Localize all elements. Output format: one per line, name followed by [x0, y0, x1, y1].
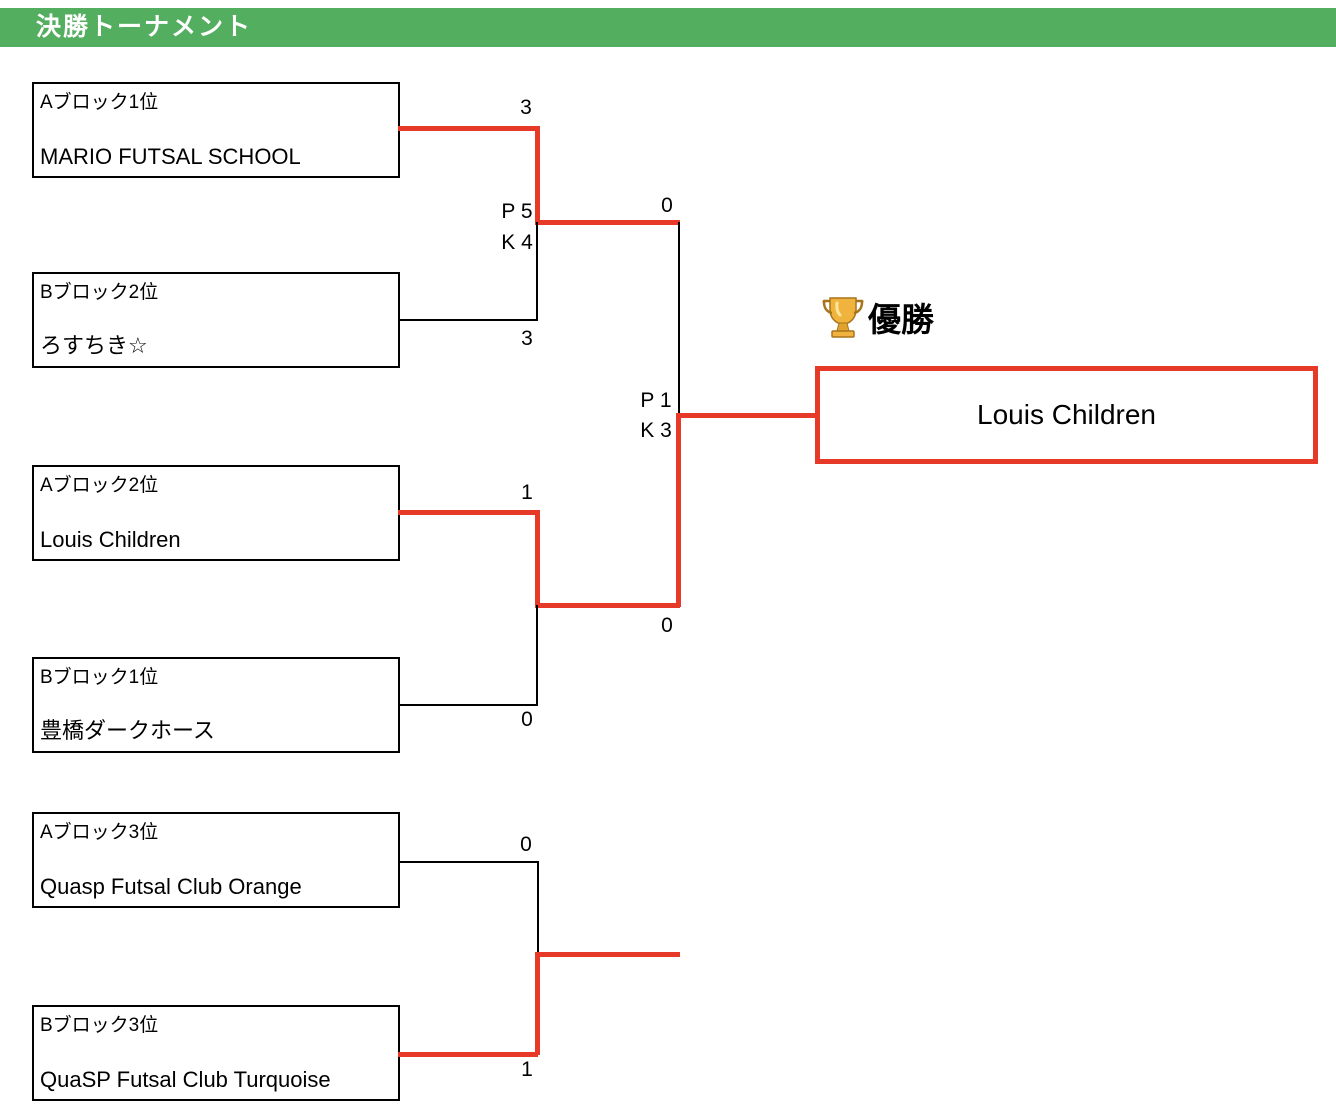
section-title: 決勝トーナメント	[36, 13, 253, 41]
team-seed-label: Aブロック2位	[40, 475, 159, 496]
score-final-pk-p: P 1	[640, 389, 672, 412]
team-name: ろすちき☆	[40, 333, 148, 358]
connector-sf2-vertical-winner	[535, 510, 540, 608]
team-seed-label: Bブロック3位	[40, 1015, 159, 1036]
score-sf1-top: 3	[520, 96, 532, 119]
score-sf2-bottom: 0	[521, 708, 533, 731]
team-seed-label: Bブロック2位	[40, 282, 159, 303]
champion-label: 優勝	[868, 301, 934, 338]
champion-heading: 優勝	[822, 293, 934, 341]
connector-sf2-bottom	[398, 704, 538, 706]
connector-third-vertical	[537, 861, 539, 956]
champion-name: Louis Children	[977, 399, 1156, 430]
team-box: Aブロック3位 Quasp Futsal Club Orange	[32, 812, 400, 908]
team-seed-label: Aブロック3位	[40, 822, 159, 843]
connector-sf1-out-winner	[535, 220, 680, 225]
connector-sf1-bottom	[398, 319, 538, 321]
score-final-pk-k: K 3	[640, 419, 672, 442]
connector-third-bottom-winner	[398, 1052, 538, 1057]
connector-third-out-winner	[535, 952, 680, 957]
team-seed-label: Aブロック1位	[40, 92, 159, 113]
score-final-top: 0	[661, 194, 673, 217]
trophy-icon	[822, 295, 864, 339]
score-sf2-top: 1	[521, 481, 533, 504]
score-third-top: 0	[520, 833, 532, 856]
team-name: QuaSP Futsal Club Turquoise	[40, 1067, 331, 1092]
team-box: Aブロック2位 Louis Children	[32, 465, 400, 561]
connector-third-vertical-winner	[535, 952, 540, 1055]
connector-sf1-vertical	[536, 222, 538, 320]
connector-sf2-out-winner	[535, 603, 680, 608]
connector-sf2-top-winner	[398, 510, 538, 515]
connector-sf1-vertical-winner	[535, 126, 540, 225]
connector-third-top	[398, 861, 539, 863]
team-box: Bブロック2位 ろすちき☆	[32, 272, 400, 368]
team-name: Louis Children	[40, 527, 181, 552]
champion-box: Louis Children	[815, 366, 1318, 464]
team-box: Aブロック1位 MARIO FUTSAL SCHOOL	[32, 82, 400, 178]
connector-sf2-vertical	[536, 605, 538, 705]
team-name: 豊橋ダークホース	[40, 718, 215, 743]
section-header: 決勝トーナメント	[0, 8, 1336, 47]
connector-final-lower-winner	[676, 413, 681, 607]
score-sf1-pk-p: P 5	[501, 200, 533, 223]
team-seed-label: Bブロック1位	[40, 667, 159, 688]
connector-sf1-top-winner	[398, 126, 538, 131]
team-name: Quasp Futsal Club Orange	[40, 874, 302, 899]
connector-final-out-winner	[676, 413, 818, 418]
score-sf1-bottom: 3	[521, 327, 533, 350]
team-name: MARIO FUTSAL SCHOOL	[40, 144, 301, 169]
score-final-bottom: 0	[661, 614, 673, 637]
connector-final-upper	[678, 222, 680, 415]
team-box: Bブロック1位 豊橋ダークホース	[32, 657, 400, 753]
score-third-bottom: 1	[521, 1058, 533, 1081]
score-sf1-pk-k: K 4	[501, 231, 533, 254]
team-box: Bブロック3位 QuaSP Futsal Club Turquoise	[32, 1005, 400, 1101]
